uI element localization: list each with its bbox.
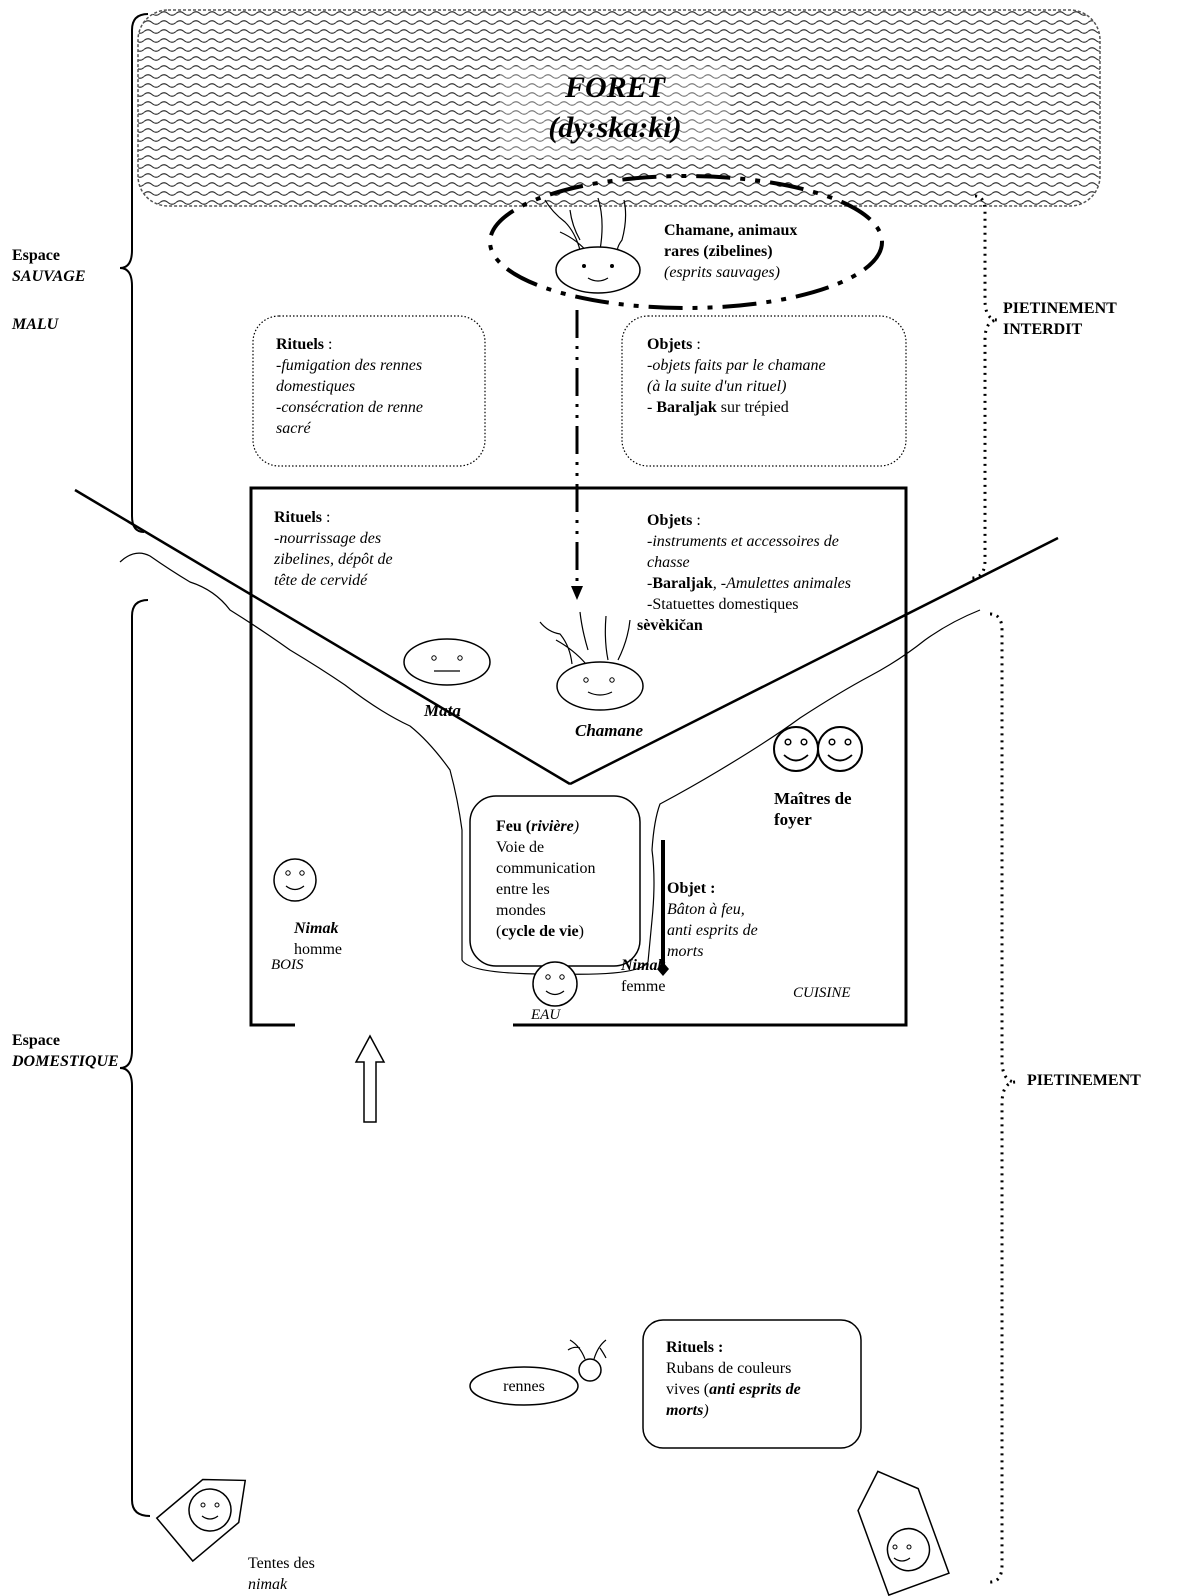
trampling-forbidden-label: PIETINEMENT INTERDIT [1003,300,1117,338]
dwelling-outline [249,486,908,1027]
chamane-face [539,611,644,711]
outer-rituals-text: Rituels : -fumigation des rennes domesti… [276,336,423,437]
shaman-zone-ellipse [488,174,884,310]
river-outline [119,552,981,975]
trampling-label: PIETINEMENT [1027,1072,1141,1089]
kitchen-label: CUISINE [793,985,851,1001]
outer-rituals-box [252,315,486,467]
trampling-forbidden-brace [971,194,999,580]
entrance-arrow [354,1034,386,1123]
forest-title: FORET (dy:ska:ki) [548,71,682,144]
shaman-spirit-face [555,246,641,294]
mata-face [403,638,491,686]
ribbons-ritual-box [642,1319,862,1449]
hearth-master-face-2 [817,726,863,772]
nimak-man-label: Nimak homme [294,920,342,958]
nimak-woman-face [532,961,578,1007]
fire-text: Feu (rivière) Voie de communication entr… [496,818,596,940]
left-diagonal-line [74,488,571,786]
hearth-masters-label: Maîtres de foyer [774,789,852,829]
reindeer-ellipse [469,1366,579,1406]
chamane-label: Chamane [575,721,644,740]
tent-left [155,1478,247,1563]
right-diagonal-line [569,536,1059,786]
shaman-zone-label: Chamane, animaux rares (zibelines) (espr… [664,222,798,281]
mata-label: Mata [424,701,461,720]
reindeer-head [567,1339,607,1382]
inner-objects-text: Objets : -instruments et accessoires de … [637,512,851,634]
malu-label: MALU [12,316,59,333]
nimak-woman-label: Nimak femme [621,957,666,995]
fire-stick-text: Objet : Bâton à feu, anti esprits de mor… [667,880,758,960]
tents-label: Tentes des nimak [248,1555,315,1593]
outer-objects-box [621,315,907,467]
forest-area [137,9,1101,207]
domestic-space-brace [119,599,151,1517]
outer-objects-text: Objets : -objets faits par le chamane (à… [647,336,826,416]
wild-space-label: Espace SAUVAGE [12,247,86,285]
domestic-space-label: Espace DOMESTIQUE [12,1032,119,1070]
trampling-brace [989,612,1017,1584]
forest-roots [544,197,627,256]
ribbons-ritual-text: Rituels : Rubans de couleurs vives (anti… [666,1339,801,1419]
reindeer-label: rennes [503,1378,545,1395]
water-label: EAU [531,1007,561,1023]
tent-right [857,1470,950,1596]
inner-rituals-text: Rituels : -nourrissage des zibelines, dé… [274,509,393,589]
wood-label: BOIS [271,957,304,973]
nimak-man-face [273,858,317,902]
hearth-master-face-1 [773,726,819,772]
